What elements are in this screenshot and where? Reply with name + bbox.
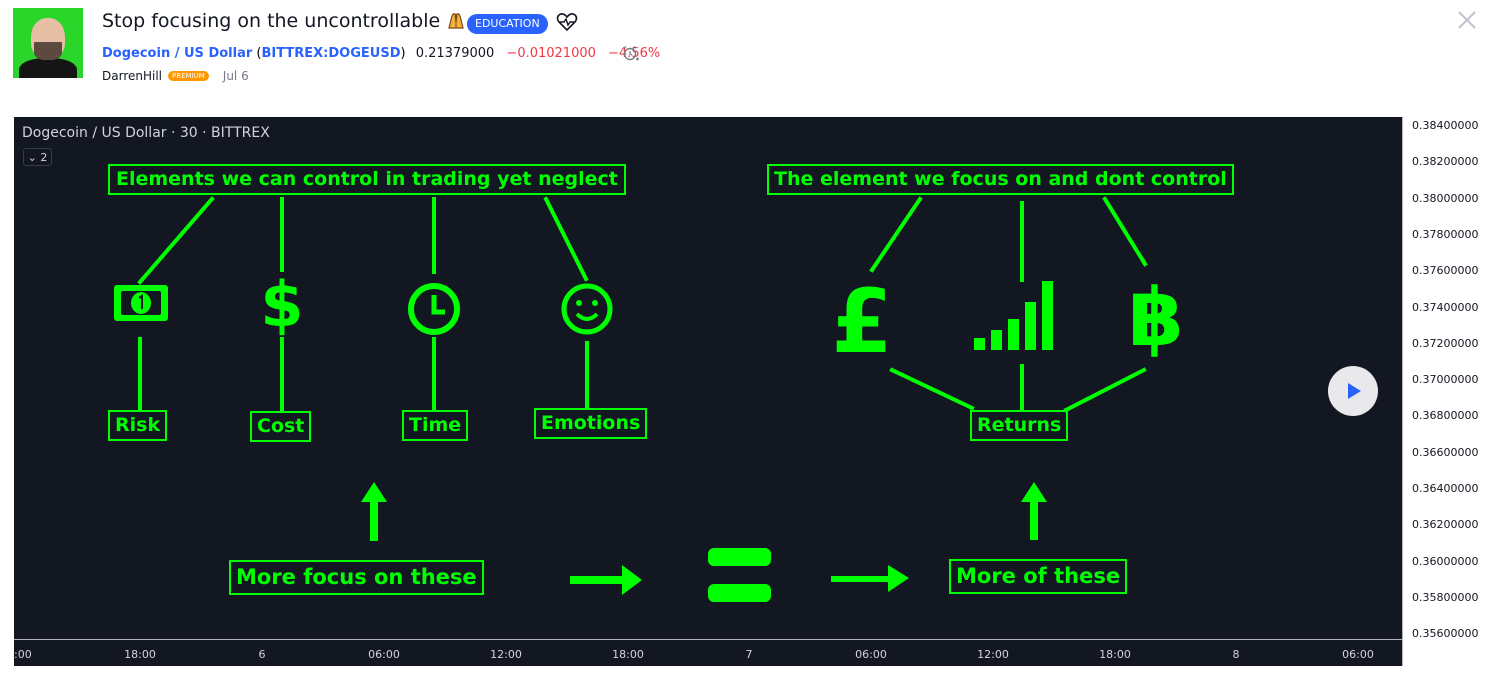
connector-line bbox=[869, 196, 923, 273]
time-tick-label: :00 bbox=[14, 648, 32, 661]
risk-label-box: Risk bbox=[108, 410, 168, 441]
chart-canvas[interactable] bbox=[14, 117, 1482, 666]
price-tick-label: 0.37200000 bbox=[1412, 336, 1479, 350]
price-tick-label: 0.37600000 bbox=[1412, 264, 1479, 278]
time-label: Time bbox=[409, 414, 462, 436]
price-axis[interactable] bbox=[1402, 117, 1482, 666]
symbol-close-paren: ) bbox=[400, 46, 406, 61]
bitcoin-icon: ฿ bbox=[1128, 271, 1184, 364]
connector-line bbox=[137, 196, 215, 285]
author-avatar[interactable] bbox=[13, 8, 83, 78]
time-tick-label: 18:00 bbox=[1099, 648, 1131, 661]
banknote-icon bbox=[114, 285, 168, 321]
controllable-header-box: Elements we can control in trading yet n… bbox=[108, 164, 626, 195]
price-tick-label: 0.36600000 bbox=[1412, 445, 1479, 459]
education-badge[interactable]: EDUCATION bbox=[467, 14, 548, 34]
praying-hands-icon bbox=[448, 13, 464, 29]
connector-line bbox=[543, 196, 589, 282]
risk-label: Risk bbox=[115, 414, 161, 436]
author-line: DarrenHill PREMIUM Jul 6 bbox=[102, 69, 249, 83]
uncontrollable-header: The element we focus on and dont control bbox=[774, 168, 1227, 190]
play-button[interactable] bbox=[1328, 366, 1378, 416]
time-tick-label: 12:00 bbox=[977, 648, 1009, 661]
time-tick-label: 06:00 bbox=[1342, 648, 1374, 661]
symbol-ticker-link[interactable]: BITTREX:DOGEUSD bbox=[261, 46, 401, 61]
arrow-up-icon bbox=[1021, 482, 1047, 540]
post-date: Jul 6 bbox=[222, 69, 249, 83]
uncontrollable-header-box: The element we focus on and dont control bbox=[767, 164, 1234, 195]
connector-line bbox=[889, 367, 975, 411]
avatar-beard bbox=[34, 42, 62, 60]
arrow-right-icon bbox=[831, 565, 909, 592]
dollar-icon: $ bbox=[260, 268, 303, 341]
time-tick-label: 7 bbox=[745, 648, 753, 661]
more-of-box: More of these bbox=[949, 559, 1128, 594]
close-icon[interactable] bbox=[1456, 9, 1478, 31]
symbol-line: Dogecoin / US Dollar (BITTREX:DOGEUSD) 0… bbox=[102, 46, 660, 61]
connector-line bbox=[1102, 196, 1148, 267]
price-tick-label: 0.35800000 bbox=[1412, 590, 1479, 604]
more-of-label: More of these bbox=[956, 564, 1121, 588]
alarm-clock-icon[interactable] bbox=[622, 45, 640, 63]
pound-icon: £ bbox=[831, 270, 892, 373]
clock-icon bbox=[408, 283, 460, 335]
symbol-price: 0.21379000 bbox=[415, 46, 495, 61]
signal-bars-icon bbox=[974, 281, 1053, 350]
connector-line bbox=[1063, 367, 1147, 413]
returns-label-box: Returns bbox=[970, 410, 1069, 441]
heart-pulse-icon[interactable] bbox=[556, 11, 578, 33]
arrow-up-icon bbox=[361, 482, 387, 541]
emotions-label-box: Emotions bbox=[534, 408, 648, 439]
symbol-name-link[interactable]: Dogecoin / US Dollar bbox=[102, 46, 253, 61]
premium-badge: PREMIUM bbox=[168, 71, 209, 81]
price-tick-label: 0.38000000 bbox=[1412, 191, 1479, 205]
more-focus-label: More focus on these bbox=[236, 565, 477, 589]
indicator-toggle[interactable]: ⌄ 2 bbox=[23, 148, 52, 166]
price-tick-label: 0.36800000 bbox=[1412, 409, 1479, 423]
post-title-text: Stop focusing on the uncontrollable bbox=[102, 10, 441, 32]
controllable-header: Elements we can control in trading yet n… bbox=[116, 168, 618, 190]
time-tick-label: 06:00 bbox=[368, 648, 400, 661]
time-label-box: Time bbox=[402, 410, 469, 441]
time-tick-label: 18:00 bbox=[612, 648, 644, 661]
symbol-change: −0.01021000 bbox=[506, 46, 596, 61]
price-tick-label: 0.37400000 bbox=[1412, 300, 1479, 314]
indicator-count: 2 bbox=[40, 151, 48, 164]
time-tick-label: 18:00 bbox=[124, 648, 156, 661]
smiley-icon bbox=[561, 283, 613, 335]
arrow-right-icon bbox=[570, 565, 642, 595]
play-icon bbox=[1348, 383, 1361, 399]
time-tick-label: 8 bbox=[1232, 648, 1240, 661]
chevron-down-icon: ⌄ bbox=[27, 151, 37, 164]
emotions-label: Emotions bbox=[541, 412, 641, 434]
avatar-body bbox=[19, 58, 77, 78]
time-tick-label: 6 bbox=[258, 648, 266, 661]
price-tick-label: 0.36400000 bbox=[1412, 482, 1479, 495]
time-tick-label: 12:00 bbox=[490, 648, 522, 661]
more-focus-box: More focus on these bbox=[229, 560, 484, 595]
equals-icon bbox=[708, 584, 771, 602]
price-tick-label: 0.37800000 bbox=[1412, 227, 1479, 241]
price-tick-label: 0.35600000 bbox=[1412, 627, 1479, 641]
price-tick-label: 0.36200000 bbox=[1412, 518, 1479, 532]
symbol-change-pct: −4.56% bbox=[608, 46, 661, 61]
time-axis[interactable] bbox=[14, 639, 1402, 666]
author-name[interactable]: DarrenHill bbox=[102, 69, 162, 83]
symbol-open-paren: ( bbox=[252, 46, 262, 61]
cost-label-box: Cost bbox=[250, 411, 312, 442]
cost-label: Cost bbox=[257, 415, 305, 437]
price-tick-label: 0.36000000 bbox=[1412, 554, 1479, 568]
equals-icon bbox=[708, 548, 771, 566]
post-title: Stop focusing on the uncontrollable bbox=[102, 10, 466, 32]
price-tick-label: 0.38400000 bbox=[1412, 119, 1479, 132]
price-tick-label: 0.37000000 bbox=[1412, 373, 1479, 387]
chart-legend: Dogecoin / US Dollar · 30 · BITTREX bbox=[22, 125, 270, 141]
time-tick-label: 06:00 bbox=[855, 648, 887, 661]
price-tick-label: 0.38200000 bbox=[1412, 155, 1479, 169]
returns-label: Returns bbox=[977, 414, 1062, 436]
